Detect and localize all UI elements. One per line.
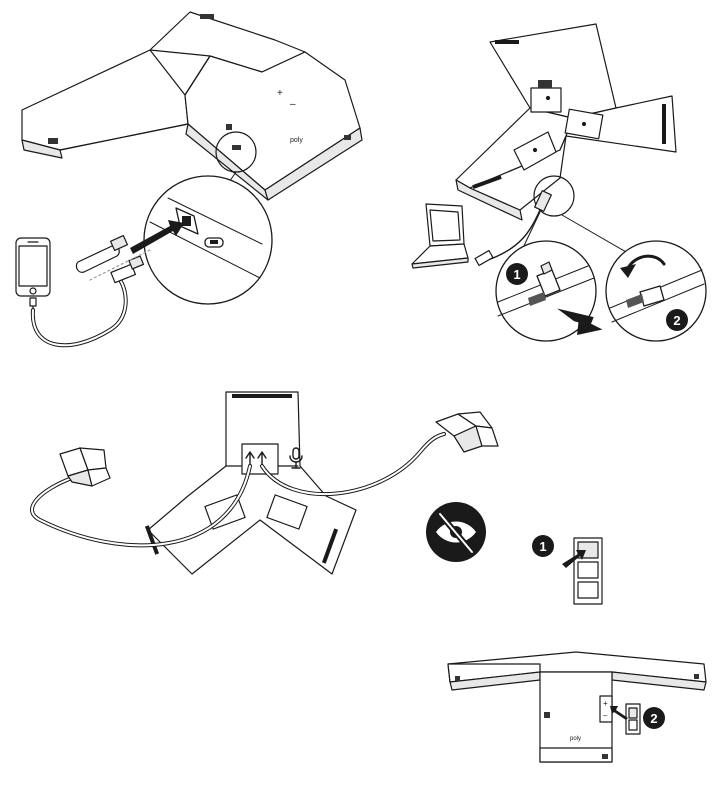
svg-text:1: 1 [539, 539, 546, 554]
lock-magnifier-1 [495, 240, 603, 342]
peel-arrow-icon [562, 550, 586, 568]
right-expansion-mic [435, 411, 499, 453]
port-magnifier [143, 175, 273, 305]
svg-text:2: 2 [650, 711, 657, 726]
speakerphone-device-underside [455, 23, 677, 221]
phone-device [15, 237, 51, 311]
step-badge-attach: 2 [643, 707, 665, 729]
brand-label: poly [290, 137, 303, 144]
speakerphone-device: + – poly [21, 11, 363, 201]
front-minus-label: – [603, 711, 608, 720]
usb-plug [110, 255, 145, 284]
svg-text:1: 1 [513, 267, 520, 282]
front-brand-label: poly [570, 736, 581, 742]
front-plus-label: + [603, 699, 608, 708]
step-badge-1: 1 [506, 263, 528, 285]
speakerphone-device-front: + – poly [447, 651, 707, 763]
laptop [411, 203, 469, 269]
attach-arrow-icon [610, 706, 628, 720]
panel-usb-port: + – poly [15, 11, 363, 348]
sticker-on-device [625, 703, 641, 735]
panel-expansion-mics [30, 391, 499, 575]
panel-usb-laptop: 1 2 [411, 23, 707, 342]
lock-callout-small [533, 175, 575, 217]
eye-off-icon [426, 502, 486, 562]
insert-arrow-icon [130, 220, 184, 254]
minus-label: – [290, 99, 296, 110]
svg-text:2: 2 [673, 313, 680, 328]
usb-stick [75, 234, 129, 273]
microphone-icon [289, 447, 303, 469]
step-badge-2: 2 [666, 309, 688, 331]
rotate-arrow-icon [620, 264, 636, 278]
step-badge-peel: 1 [532, 535, 554, 557]
left-expansion-mic [59, 447, 111, 487]
speakerphone-device-bottom-view [144, 391, 357, 575]
plus-label: + [277, 88, 283, 99]
panel-privacy-sticker: 1 [426, 502, 603, 605]
lock-magnifier-2 [605, 240, 707, 342]
sticker-sheet [573, 537, 603, 605]
panel-front-device: + – poly 2 [447, 651, 707, 763]
push-arrow-icon [557, 308, 603, 335]
